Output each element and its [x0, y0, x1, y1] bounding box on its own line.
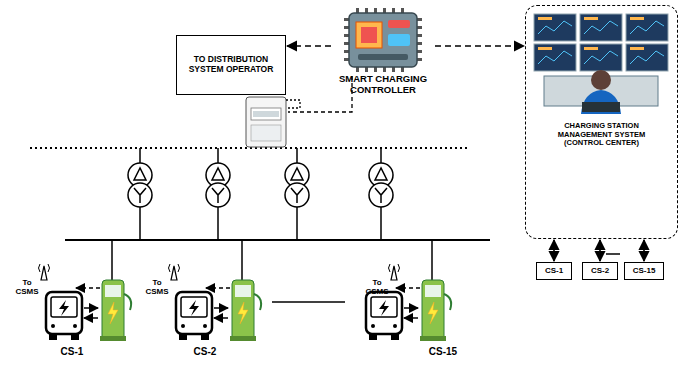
- csms-link-label: To CSMS: [362, 279, 392, 297]
- node-text: CHARGING STATION MANAGEMENT SYSTEM (CONT…: [546, 122, 657, 148]
- node-text: SMART CHARGING CONTROLLER: [332, 74, 434, 96]
- dashed-connector: [287, 45, 331, 47]
- dashed-connector: [553, 240, 555, 261]
- chip-icon: [332, 4, 434, 74]
- node-text: CS-2: [591, 266, 609, 275]
- control-center-box: CHARGING STATION MANAGEMENT SYSTEM (CONT…: [525, 5, 678, 239]
- dashed-connector: [643, 240, 645, 261]
- station-box: CS-15: [624, 262, 664, 280]
- dashed-connector: [599, 240, 601, 261]
- station-label: CS-2: [185, 346, 225, 357]
- csms-link-label: To CSMS: [12, 279, 42, 297]
- station-box: CS-1: [536, 262, 572, 280]
- csms-link-label: To CSMS: [142, 279, 172, 297]
- station-label: CS-1: [52, 346, 92, 357]
- node-text: CS-15: [633, 266, 656, 275]
- station-box: CS-2: [582, 262, 618, 280]
- station-label: CS-15: [420, 346, 466, 357]
- controller-chip: SMART CHARGING CONTROLLER: [332, 4, 434, 100]
- monitors-icon: [526, 6, 676, 118]
- operator-box: TO DISTRIBUTION SYSTEM OPERATOR: [176, 35, 286, 95]
- node-text: CS-1: [545, 266, 563, 275]
- node-text: TO DISTRIBUTION SYSTEM OPERATOR: [181, 55, 281, 75]
- dashed-connector: [435, 45, 524, 47]
